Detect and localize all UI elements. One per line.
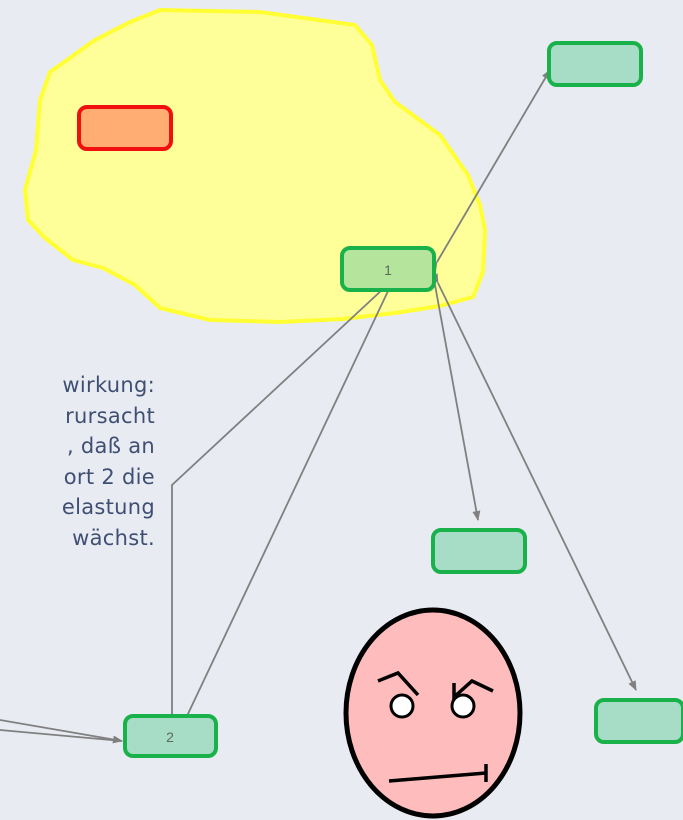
arrow-left-2a xyxy=(0,719,123,744)
arrow-1-top xyxy=(428,69,551,272)
caption-line: ort 2 die xyxy=(63,464,155,489)
node-top-right xyxy=(547,41,643,87)
caption-line: wirkung: xyxy=(62,373,155,397)
caption-text: wirkung: rursacht , daß an ort 2 die ela… xyxy=(0,370,155,553)
alert-box xyxy=(77,105,173,151)
node-1: 1 xyxy=(340,246,436,292)
node-1-label: 1 xyxy=(384,262,392,278)
node-bottom-right xyxy=(594,698,683,744)
node-2-label: 2 xyxy=(166,729,174,745)
caption-line: elastung xyxy=(61,495,155,519)
connection-arrows xyxy=(0,69,637,744)
caption-line: , daß an xyxy=(66,434,155,458)
arrow-1-bottom xyxy=(430,273,637,691)
node-mid-right xyxy=(431,528,527,574)
arrow-left-2b xyxy=(0,729,123,742)
caption-line: wächst. xyxy=(72,525,155,550)
angry-face-icon xyxy=(343,607,523,819)
node-2: 2 xyxy=(123,714,218,758)
arrow-1-2-elbow xyxy=(168,279,393,736)
caption-line: rursacht xyxy=(65,403,155,428)
